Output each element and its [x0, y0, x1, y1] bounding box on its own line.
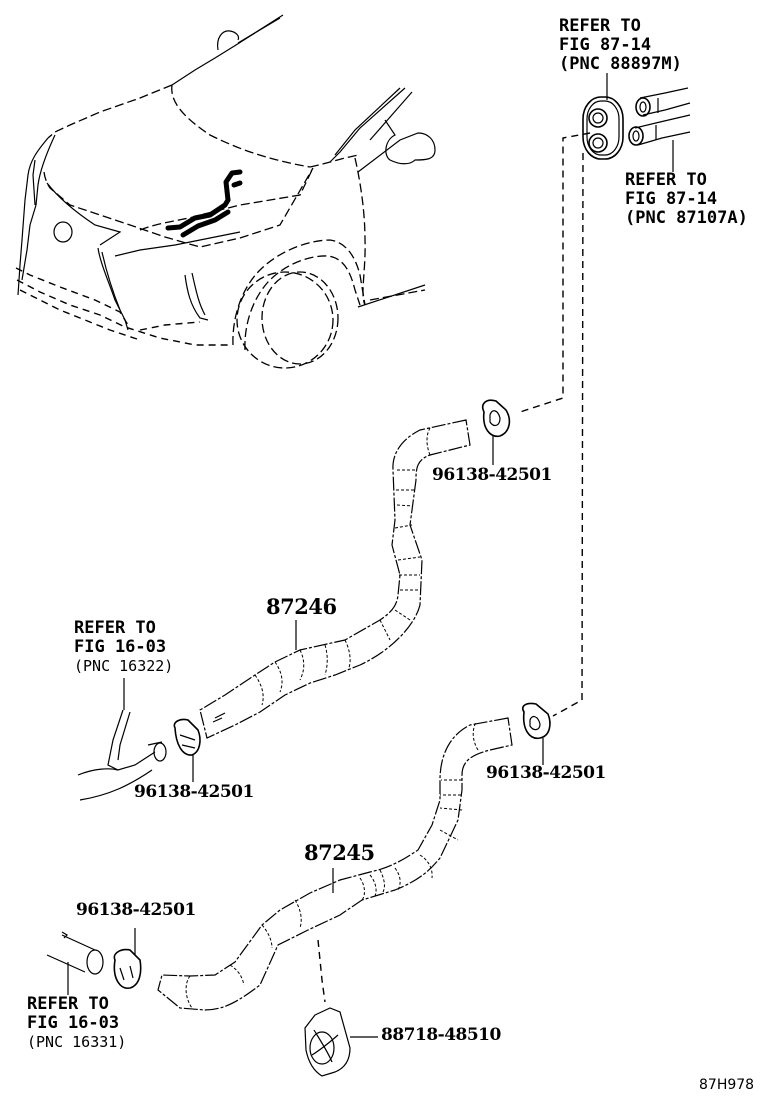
- ref-engine-lower-line1: REFER TO: [27, 994, 109, 1014]
- part-number-clamp-lower-right[interactable]: 96138-42501: [486, 763, 606, 783]
- ref-grommet-line1: REFER TO: [559, 16, 641, 36]
- ref-pipes-line3: (PNC 87107A): [625, 208, 748, 228]
- ref-grommet-line3: (PNC 88897M): [559, 54, 682, 74]
- hose-87246: [199, 419, 471, 739]
- part-number-clamp-lower-left[interactable]: 96138-42501: [76, 900, 196, 920]
- ref-engine-lower-line2: FIG 16-03: [27, 1013, 120, 1033]
- clamp-lower-right: [521, 702, 551, 765]
- ref-pipes-line2: FIG 87-14: [625, 189, 718, 209]
- clamp-upper-left: [173, 718, 201, 782]
- part-number-clamp-upper-left[interactable]: 96138-42501: [134, 782, 254, 802]
- bracket-88718-48510: [304, 939, 378, 1077]
- grommet-assembly: [582, 73, 624, 160]
- connector-line-lower: [552, 152, 584, 717]
- engine-pipe-upper: [77, 678, 167, 801]
- connector-line-upper: [519, 132, 591, 413]
- diagram-code: 87H978: [699, 1077, 755, 1093]
- engine-pipe-lower: [46, 931, 104, 995]
- part-number-bracket[interactable]: 88718-48510: [381, 1025, 501, 1045]
- ref-engine-upper-line1: REFER TO: [74, 618, 156, 638]
- hose-87245: [157, 717, 513, 1011]
- ref-engine-lower-line3: (PNC 16331): [27, 1033, 127, 1051]
- part-number-hose-87245[interactable]: 87245: [304, 840, 375, 865]
- ref-pipes-line1: REFER TO: [625, 170, 707, 190]
- ref-engine-upper-line2: FIG 16-03: [74, 637, 167, 657]
- pipe-assembly: [628, 87, 691, 172]
- ref-grommet-line2: FIG 87-14: [559, 35, 652, 55]
- ref-engine-upper-line3: (PNC 16322): [74, 657, 174, 675]
- clamp-upper-right: [481, 399, 511, 465]
- part-number-clamp-upper-right[interactable]: 96138-42501: [432, 465, 552, 485]
- part-number-hose-87246[interactable]: 87246: [266, 594, 337, 619]
- vehicle-front-illustration: [15, 14, 436, 369]
- clamp-lower-left: [113, 928, 142, 989]
